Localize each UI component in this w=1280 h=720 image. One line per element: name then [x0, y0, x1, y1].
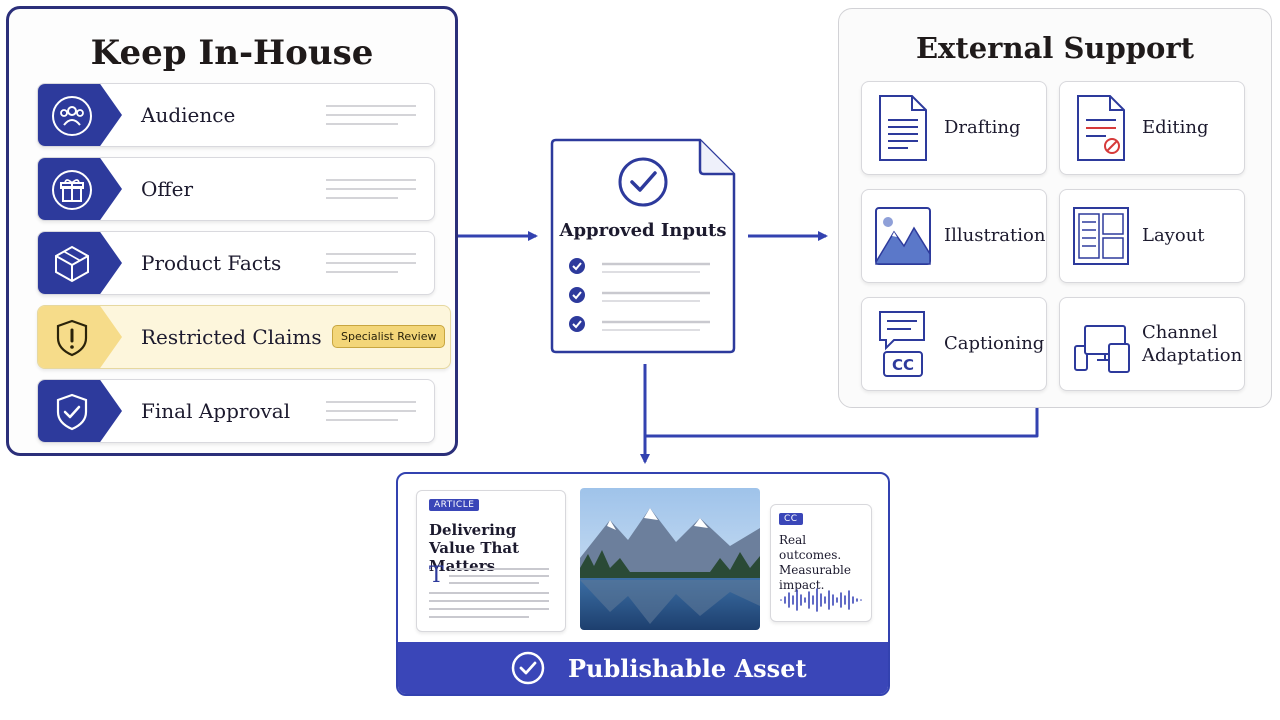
- article-headline: Delivering Value That Matters: [429, 521, 520, 575]
- audio-waveform-icon: [780, 588, 862, 612]
- external-item-drafting: Drafting: [861, 81, 1047, 175]
- in-house-item-label: Restricted Claims: [141, 325, 322, 349]
- caption-card: CC Real outcomes. Measurable impact.: [770, 504, 872, 622]
- external-support-panel: External Support Drafting Editing: [838, 8, 1272, 408]
- warning-shield-icon: [56, 319, 88, 357]
- check-circle-icon: [618, 157, 668, 207]
- channel-adaptation-line2: Adaptation: [1142, 345, 1243, 366]
- external-item-label: Layout: [1142, 225, 1205, 247]
- in-house-item-audience: Audience: [37, 83, 435, 147]
- svg-text:CC: CC: [892, 356, 914, 374]
- external-item-channel-adaptation: Channel Adaptation: [1059, 297, 1245, 391]
- in-house-item-offer: Offer: [37, 157, 435, 221]
- keep-in-house-title: Keep In-House: [90, 33, 374, 73]
- audience-icon: [52, 96, 92, 136]
- in-house-item-label: Audience: [141, 103, 236, 127]
- specialist-review-badge: Specialist Review: [332, 325, 446, 348]
- in-house-item-label: Final Approval: [141, 399, 291, 423]
- layout-icon: [1073, 207, 1129, 265]
- article-dropcap: T: [429, 563, 444, 588]
- caption-icon: CC: [879, 311, 925, 377]
- approved-inputs-title: Approved Inputs: [559, 220, 727, 241]
- keep-in-house-panel: Keep In-House Audience Offer: [6, 6, 458, 456]
- external-item-label: Channel Adaptation: [1142, 298, 1242, 390]
- external-item-captioning: CC Captioning: [861, 297, 1047, 391]
- checklist: [569, 258, 710, 332]
- publishable-asset-title: Publishable Asset: [568, 653, 807, 683]
- publishable-asset-panel: ARTICLE Delivering Value That Matters T: [396, 472, 890, 696]
- article-card: ARTICLE Delivering Value That Matters T: [416, 490, 566, 632]
- placeholder-lines: [326, 179, 416, 203]
- image-icon: [875, 207, 931, 265]
- external-support-title: External Support: [915, 31, 1195, 65]
- mountain-lake-photo: [580, 488, 760, 630]
- box-icon: [55, 245, 89, 283]
- in-house-item-final-approval: Final Approval: [37, 379, 435, 443]
- external-item-label: Illustration: [944, 225, 1046, 247]
- cc-tag: CC: [779, 513, 803, 525]
- approved-inputs-document: [550, 138, 736, 354]
- check-circle-icon: [511, 651, 545, 685]
- placeholder-lines: [326, 253, 416, 277]
- channel-adaptation-line1: Channel: [1142, 321, 1218, 343]
- external-item-illustration: Illustration: [861, 189, 1047, 283]
- article-body-lines: [429, 568, 549, 618]
- article-tag: ARTICLE: [429, 499, 480, 511]
- external-item-label: Captioning: [944, 333, 1045, 355]
- external-item-layout: Layout: [1059, 189, 1245, 283]
- external-item-label: Drafting: [944, 117, 1021, 139]
- in-house-item-label: Offer: [141, 177, 194, 201]
- external-item-editing: Editing: [1059, 81, 1245, 175]
- placeholder-lines: [326, 401, 416, 425]
- in-house-item-restricted-claims: Restricted Claims Specialist Review: [37, 305, 451, 369]
- caption-text: Real outcomes. Measurable impact.: [779, 533, 851, 592]
- external-item-label: Editing: [1142, 117, 1209, 139]
- in-house-item-label: Product Facts: [141, 251, 282, 275]
- document-icon: [879, 95, 927, 161]
- in-house-item-product-facts: Product Facts: [37, 231, 435, 295]
- check-shield-icon: [56, 393, 88, 431]
- gift-icon: [52, 170, 92, 210]
- placeholder-lines: [326, 105, 416, 129]
- edit-document-icon: [1077, 95, 1125, 161]
- arrow-external-return: [645, 408, 1039, 438]
- publishable-asset-bar: Publishable Asset: [398, 642, 888, 694]
- devices-icon: [1074, 325, 1130, 373]
